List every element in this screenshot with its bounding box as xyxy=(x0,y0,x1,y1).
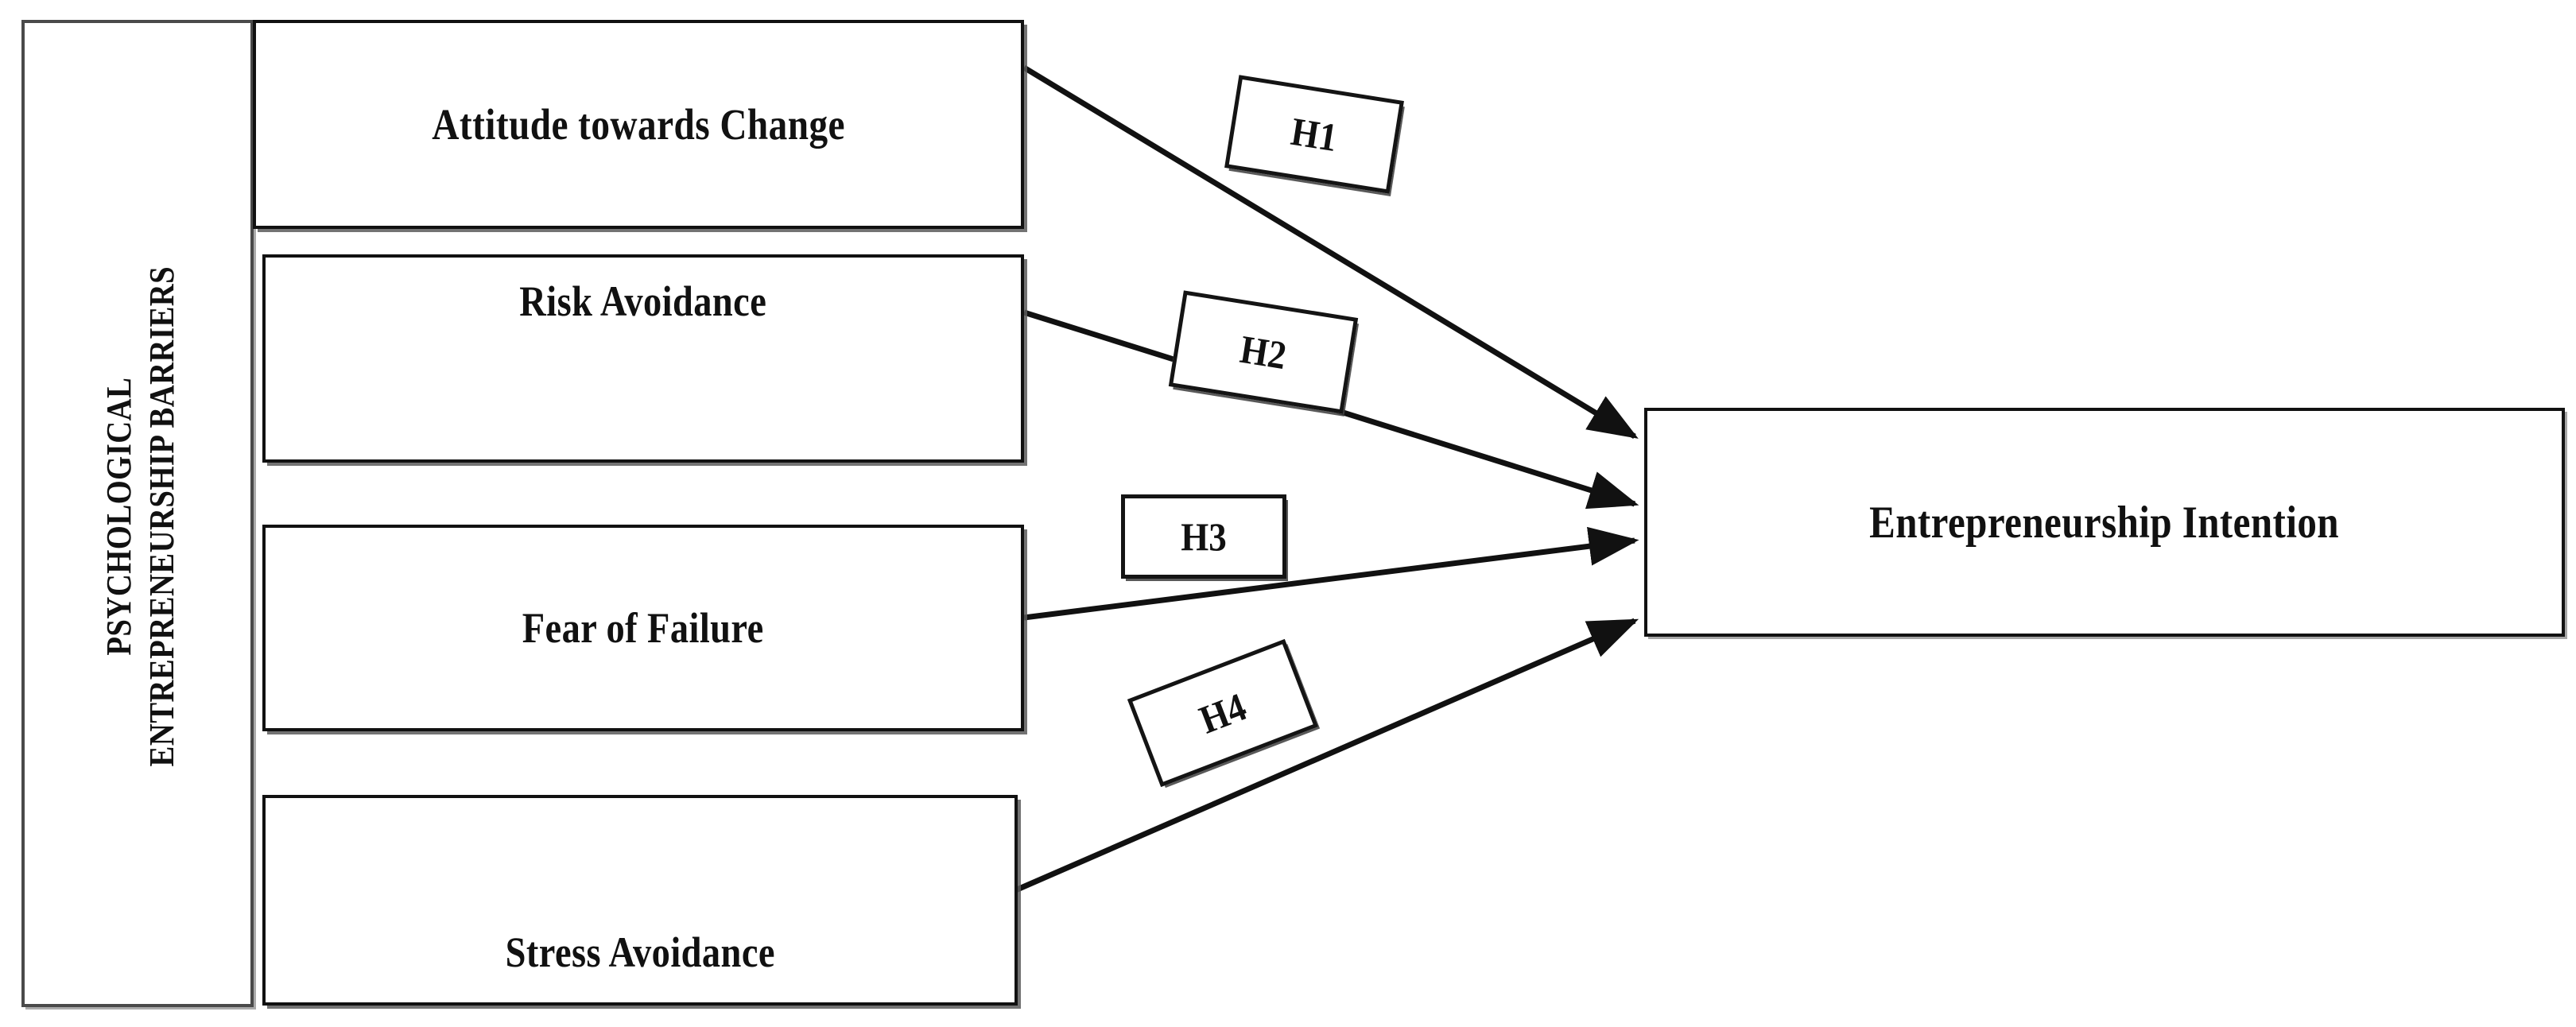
hypothesis-label-h3-text: H3 xyxy=(1181,514,1227,559)
node-fear-of-failure[interactable]: Fear of Failure xyxy=(262,525,1024,731)
node-stress-avoidance[interactable]: Stress Avoidance xyxy=(262,795,1018,1006)
psychological-barriers-label: PSYCHOLOGICAL ENTREPRENEURSHIP BARRIERS xyxy=(98,232,183,800)
hypothesis-label-h1-text: H1 xyxy=(1288,108,1340,161)
node-attitude-towards-change[interactable]: Attitude towards Change xyxy=(253,20,1024,229)
hypothesis-label-h4-text: H4 xyxy=(1193,684,1252,742)
arrow-h1-attitude-to-intention xyxy=(1022,65,1639,439)
node-entrepreneurship-intention-label: Entrepreneurship Intention xyxy=(1869,497,2340,548)
psychological-barriers-label-wrap: PSYCHOLOGICAL ENTREPRENEURSHIP BARRIERS xyxy=(25,23,257,1010)
node-attitude-towards-change-label: Attitude towards Change xyxy=(432,100,845,149)
barriers-label-line-1: PSYCHOLOGICAL xyxy=(99,378,139,656)
arrow-h3-fear-to-intention xyxy=(1023,526,1639,621)
hypothesis-label-h3[interactable]: H3 xyxy=(1121,494,1286,579)
hypothesis-label-h2-text: H2 xyxy=(1237,326,1290,378)
psychological-barriers-container: PSYCHOLOGICAL ENTREPRENEURSHIP BARRIERS xyxy=(21,20,254,1007)
node-entrepreneurship-intention[interactable]: Entrepreneurship Intention xyxy=(1644,408,2565,637)
arrow-h4-stress-to-intention xyxy=(1007,618,1639,897)
node-fear-of-failure-label: Fear of Failure xyxy=(522,604,764,652)
node-risk-avoidance-label: Risk Avoidance xyxy=(519,277,767,325)
barriers-label-line-2: ENTREPRENEURSHIP BARRIERS xyxy=(142,266,181,767)
node-stress-avoidance-label: Stress Avoidance xyxy=(505,928,775,976)
node-risk-avoidance[interactable]: Risk Avoidance xyxy=(262,254,1024,463)
